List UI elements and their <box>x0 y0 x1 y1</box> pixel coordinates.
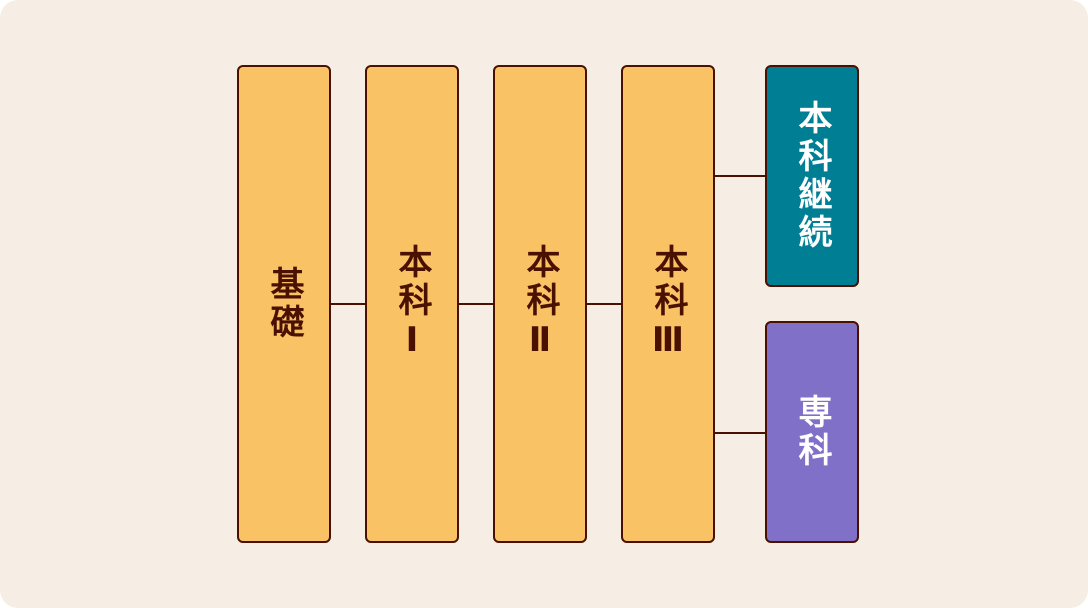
stage-label: 本科Ⅰ <box>392 244 432 364</box>
connector-line <box>331 303 365 305</box>
outcome-senka: 専科 <box>765 321 859 543</box>
stage-label: 本科Ⅱ <box>520 244 560 364</box>
connector-line <box>587 303 621 305</box>
stage-honka-3: 本科Ⅲ <box>621 65 715 543</box>
stage-honka-2: 本科Ⅱ <box>493 65 587 543</box>
stage-kiso: 基礎 <box>237 65 331 543</box>
connector-line <box>459 303 493 305</box>
stage-honka-1: 本科Ⅰ <box>365 65 459 543</box>
outcome-label: 本科継続 <box>792 100 832 252</box>
stage-label: 本科Ⅲ <box>648 244 688 364</box>
connector-line <box>715 175 765 177</box>
outcome-honka-keizoku: 本科継続 <box>765 65 859 287</box>
stage-label: 基礎 <box>264 266 304 342</box>
outcome-label: 専科 <box>792 394 832 470</box>
connector-line <box>715 432 765 434</box>
